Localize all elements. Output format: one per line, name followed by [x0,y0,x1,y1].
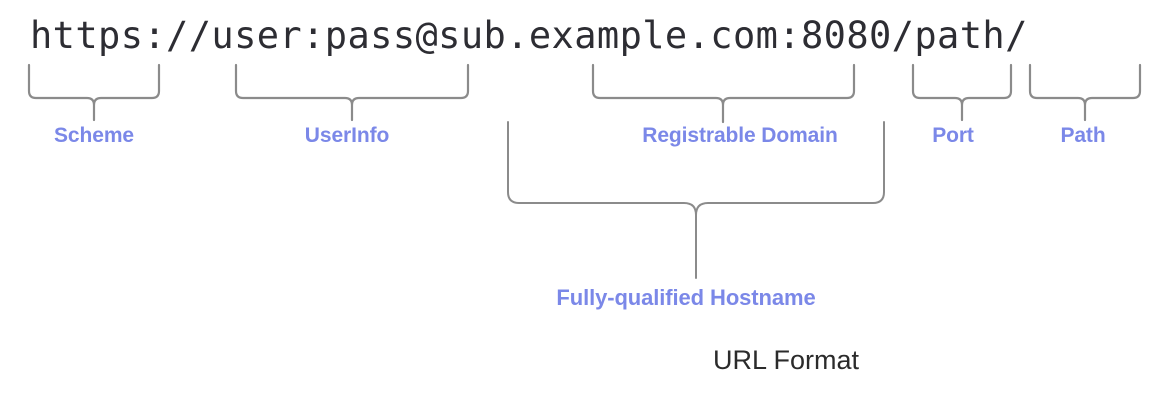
label-fully-qualified-hostname: Fully-qualified Hostname [556,285,816,310]
brace-scheme [27,63,161,122]
label-scheme: Scheme [54,124,134,147]
label-userinfo: UserInfo [304,124,390,147]
label-registrable-domain: Registrable Domain [642,124,838,147]
brace-userinfo [234,63,470,122]
figure-caption: URL Format [712,345,860,375]
brace-path-segment [1028,63,1142,122]
label-port: Port [932,124,974,147]
brace-registrable-domain [591,63,856,124]
label-path: Path [1060,124,1106,147]
brace-port [911,63,1013,122]
url-string: https://user:pass@sub.example.com:8080/p… [30,14,1028,57]
